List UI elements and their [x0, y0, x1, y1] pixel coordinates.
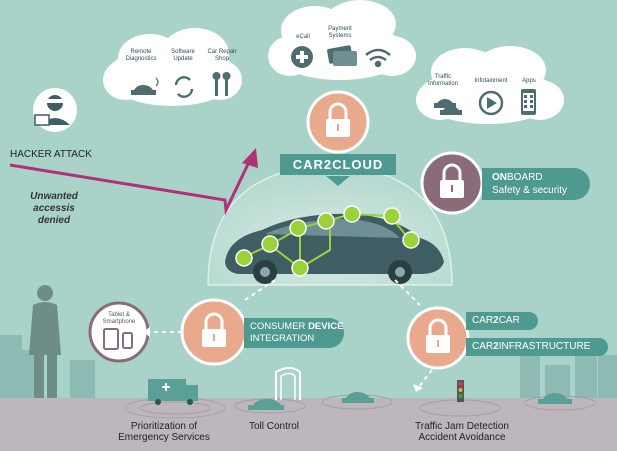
refresh-icon [174, 76, 194, 98]
car2car-banner: CAR2CAR [466, 312, 538, 330]
traffic-jam-label: Traffic Jam Detection Accident Avoidance [398, 421, 526, 443]
unwanted-line-1: Unwanted accessis [30, 191, 78, 214]
credit-card-icon [327, 45, 357, 66]
car2infra-a: CAR [472, 341, 494, 352]
tablet-smartphone-label: Tablet & Smartphone [102, 312, 136, 325]
consumer-line-1a: CONSUMER [250, 321, 309, 332]
cloud-label-ecall: eCall [296, 34, 310, 40]
phone-grid-icon [521, 89, 536, 115]
car2cloud-lock [306, 90, 370, 154]
toll-control-label: Toll Control [248, 421, 300, 432]
consumer-line-1b: DEVICE [308, 321, 344, 332]
cloud-label-payment-systems: Payment Systems [328, 26, 352, 39]
dashed-connectors [150, 279, 433, 389]
cloud-label-infotainment: Infotainment [474, 78, 508, 84]
play-icon [478, 90, 504, 116]
traffic-line-1: Traffic Jam Detection [415, 421, 509, 432]
city-skyline [0, 335, 617, 405]
car2car-c: CAR [498, 315, 520, 326]
traffic-light-icon [457, 380, 464, 402]
onboard-line-2: Safety & security [492, 185, 568, 196]
consumer-device-lock [180, 298, 248, 366]
cloud-left [103, 28, 242, 106]
car2cloud-banner: CAR2CLOUD [280, 154, 396, 175]
car2cloud-down-arrow [326, 176, 350, 186]
emergency-line-2: Emergency Services [118, 432, 210, 443]
onboard-lock [420, 151, 484, 215]
onboard-bold: ON [492, 172, 507, 183]
onboard-rest: BOARD [507, 172, 543, 183]
cloud-label-remote-diagnostics: Remote Diagnostics [125, 49, 157, 62]
wrench-icon [212, 72, 231, 96]
arrow-to-tablet [143, 327, 150, 337]
cloud-label-software-update: Software Update [171, 49, 195, 62]
cars-icon [434, 99, 462, 115]
unwanted-access-label: Unwanted accessis denied [9, 191, 99, 227]
attack-arrow [9, 148, 258, 216]
road [0, 398, 617, 451]
toll-gate-icon [275, 367, 301, 400]
hacker-attack-label: HACKER ATTACK [10, 149, 92, 160]
car-sensor-nodes [235, 205, 420, 277]
emergency-services-label: Prioritization of Emergency Services [104, 421, 224, 443]
traffic-line-2: Accident Avoidance [418, 432, 506, 443]
consumer-device-banner: CONSUMER DEVICE INTEGRATION [244, 318, 344, 348]
car2infra-c: INFRASTRUCTURE [498, 341, 591, 352]
ambulance-icon [148, 379, 198, 405]
car2infra-b: 2 [493, 341, 499, 352]
cloud-label-traffic-information: Traffic Information [427, 74, 458, 87]
person-icon [29, 285, 61, 403]
consumer-line-2: INTEGRATION [250, 333, 315, 344]
car-wifi-icon [131, 77, 159, 95]
car2car-a: CAR [472, 315, 494, 326]
car-icon [248, 392, 572, 410]
hacker-icon [33, 88, 77, 132]
car2infrastructure-banner: CAR2INFRASTRUCTURE [466, 338, 608, 356]
plus-icon [291, 46, 313, 68]
car2car-lock [406, 306, 470, 370]
cloud-label-car-repair-shop: Car Repair Shop [207, 49, 237, 62]
unwanted-line-2: denied [37, 215, 71, 226]
wifi-icon [365, 48, 391, 68]
onboard-banner: ONBOARD Safety & security [482, 168, 590, 200]
cloud-label-apps: Apps [522, 78, 536, 84]
emergency-line-1: Prioritization of [130, 421, 198, 432]
arrow-to-road [413, 384, 423, 392]
car2car-b: 2 [493, 315, 499, 326]
